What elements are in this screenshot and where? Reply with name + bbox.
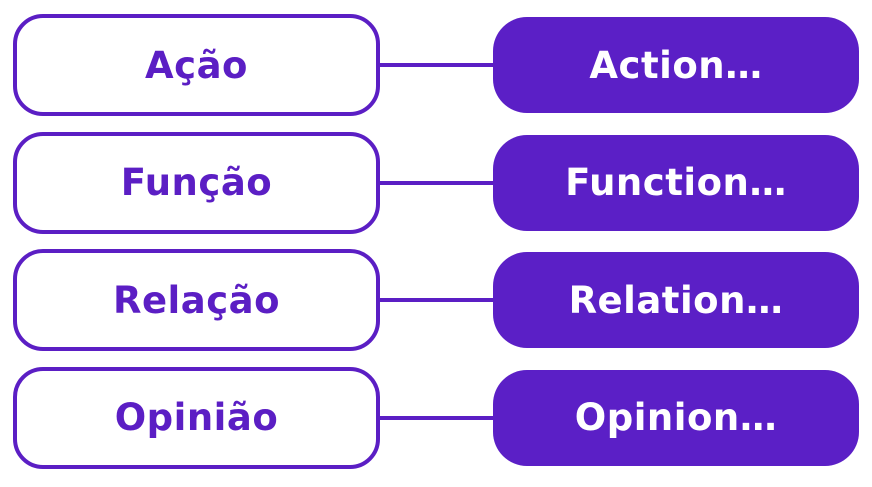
term-label: Ação [145, 43, 248, 87]
connector-line [380, 415, 493, 420]
diagram-row-funcao: Função Function… [13, 131, 859, 234]
translation-node-action[interactable]: Action… [493, 17, 859, 113]
term-node-relacao[interactable]: Relação [13, 249, 380, 352]
term-label: Relação [112, 278, 281, 322]
translation-label: Opinion… [574, 396, 778, 440]
translation-node-function[interactable]: Function… [493, 134, 859, 231]
term-label: Opinião [114, 396, 279, 440]
term-node-opiniao[interactable]: Opinião [13, 366, 380, 469]
term-node-acao[interactable]: Ação [13, 14, 380, 116]
connector-line [380, 298, 493, 303]
diagram-row-acao: Ação Action… [13, 14, 859, 116]
translation-label: Action… [589, 43, 763, 87]
connector-line [380, 63, 493, 67]
translation-label: Relation… [568, 278, 784, 322]
translation-node-relation[interactable]: Relation… [493, 252, 859, 349]
diagram-row-relacao: Relação Relation… [13, 249, 859, 352]
term-label: Função [120, 161, 273, 205]
connector-line [380, 180, 493, 185]
term-node-funcao[interactable]: Função [13, 131, 380, 234]
translation-node-opinion[interactable]: Opinion… [493, 369, 859, 466]
translation-label: Function… [565, 161, 787, 205]
diagram-row-opiniao: Opinião Opinion… [13, 366, 859, 469]
